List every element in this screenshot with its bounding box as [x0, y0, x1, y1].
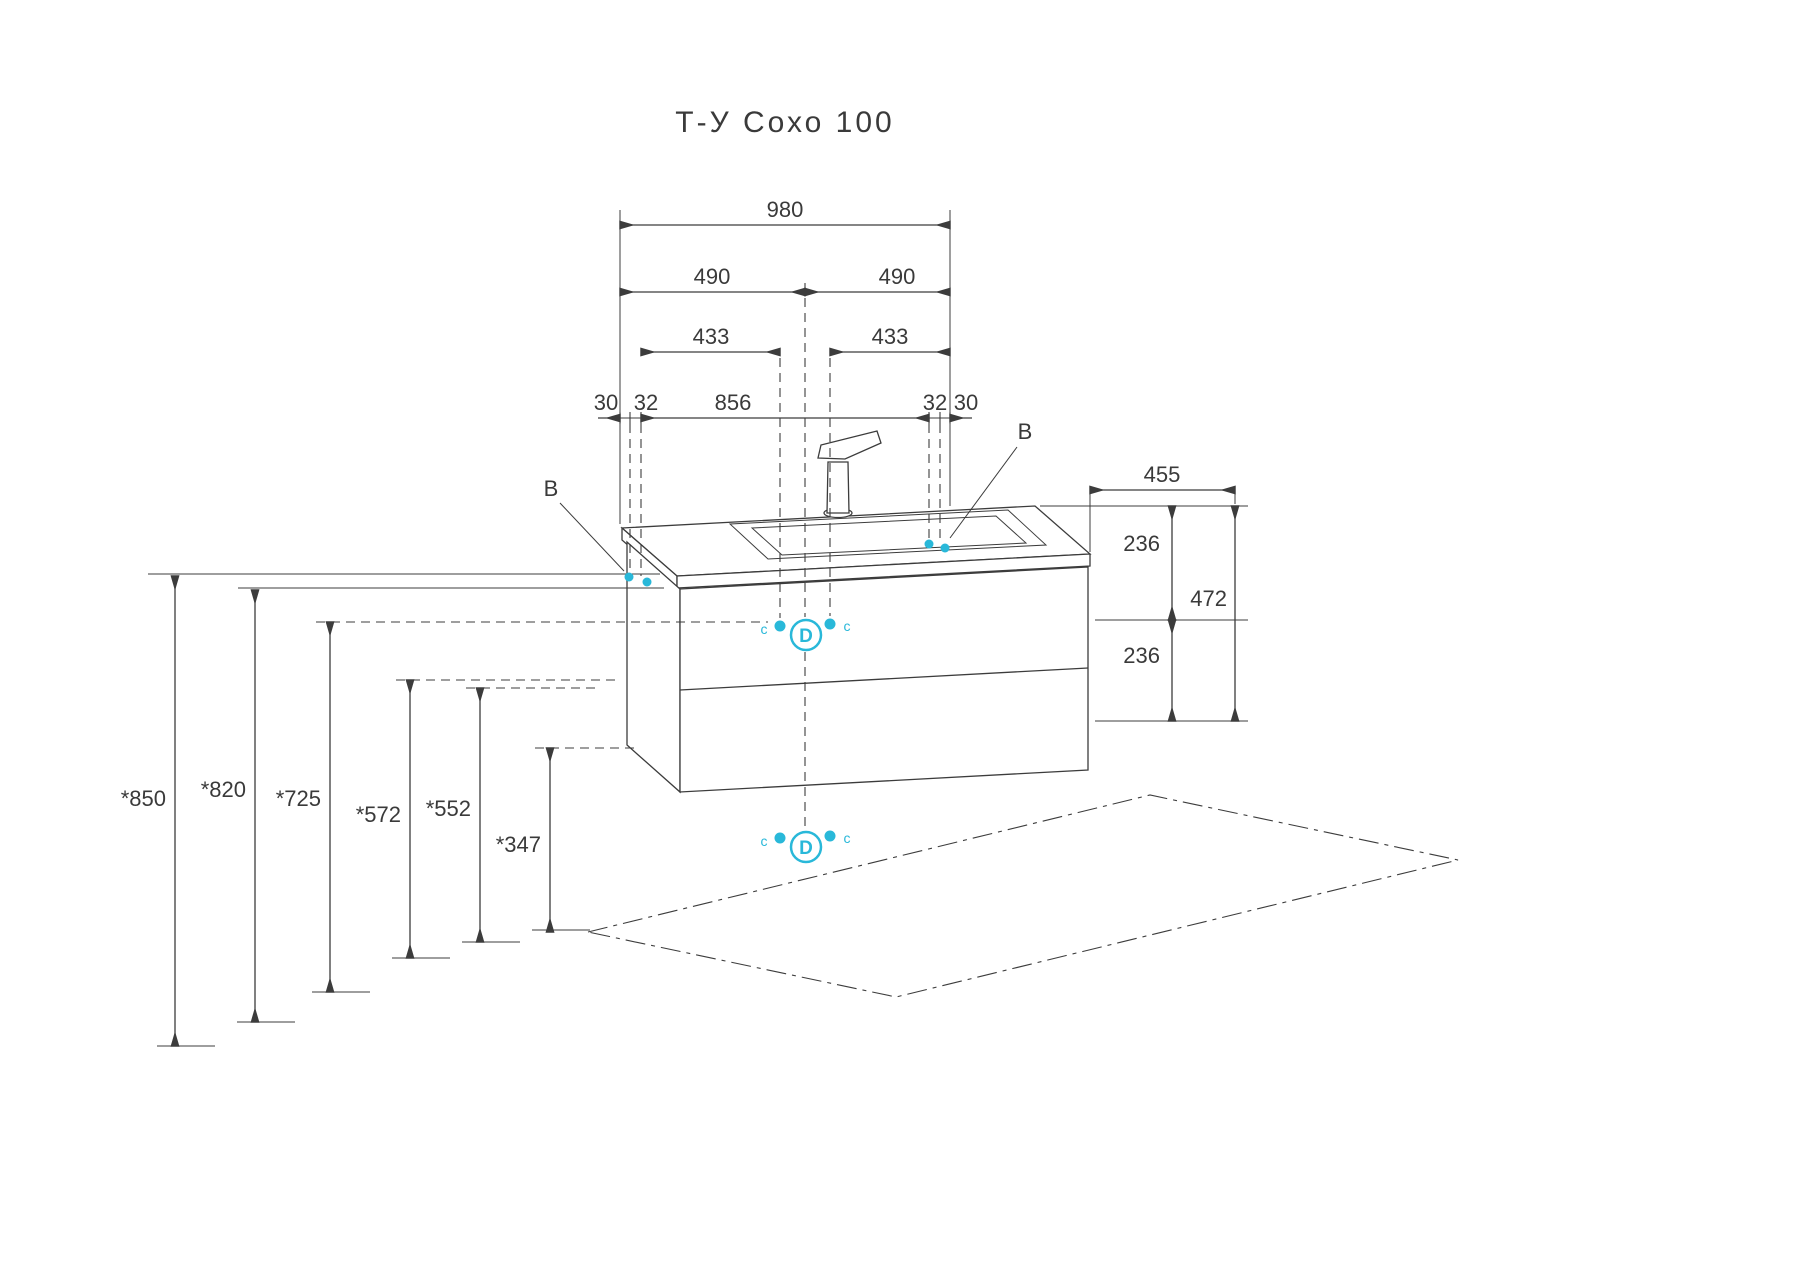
mount-dot-icon [940, 543, 950, 553]
dim-upper-height-value: 236 [1123, 531, 1160, 556]
drain-circle-icon [789, 830, 823, 864]
drain-marker-floor: D c c [761, 830, 851, 864]
mount-label-left: В [544, 476, 559, 501]
dashed-reference-lines [316, 283, 941, 828]
connector-marker-letter: c [844, 830, 851, 846]
dim-lower-height-value: 236 [1123, 643, 1160, 668]
page-title: Т-У Сохо 100 [675, 106, 894, 139]
dim-depth: 455 [1089, 462, 1236, 495]
countertop-front-edge [676, 553, 1091, 589]
dim-edge-offsets-row: 30 32 856 32 30 [594, 390, 978, 423]
dim-hole-spans: 433 433 [640, 324, 951, 357]
dim-edge-left-value: 30 [594, 390, 618, 415]
dim-heights-right: 236 236 472 [1123, 505, 1240, 722]
mount-dot-icon [924, 539, 934, 549]
dim-total-height-value: 472 [1190, 586, 1227, 611]
extension-lines [148, 210, 1248, 1047]
dim-hole-left-value: 433 [693, 324, 730, 349]
dim-half-left-value: 490 [694, 264, 731, 289]
dim-offset-right-value: 32 [923, 390, 947, 415]
mount-callout-left: В [544, 476, 652, 587]
vanity-cabinet [620, 430, 1092, 794]
connector-marker-letter: c [761, 621, 768, 637]
dim-h-mid-value: *572 [356, 802, 401, 827]
drawer-split-line [679, 667, 1089, 691]
drain-bolt-dot-icon [774, 620, 786, 632]
dim-h-low-value: *552 [426, 796, 471, 821]
dim-hole-right-value: 433 [872, 324, 909, 349]
drain-bolt-dot-icon [774, 832, 786, 844]
mount-leader-left [559, 502, 625, 572]
mount-dot-icon [624, 572, 634, 582]
dim-mounting-heights: *850 *820 *725 *572 *552 *347 [121, 575, 555, 1047]
dim-h-drain-value: *725 [276, 786, 321, 811]
dim-half-widths: 490 490 [619, 264, 951, 297]
connector-marker-letter: c [844, 618, 851, 634]
drain-bolt-dot-icon [824, 618, 836, 630]
dim-total-width: 980 [619, 197, 951, 230]
drain-marker-letter: D [799, 838, 813, 859]
basin-inner-outline [750, 515, 1028, 556]
faucet-icon [817, 430, 882, 519]
connector-marker-letter: c [761, 833, 768, 849]
mount-leader-right [949, 446, 1018, 539]
dim-edge-right-value: 30 [954, 390, 978, 415]
dim-depth-value: 455 [1144, 462, 1181, 487]
drain-circle-icon [789, 618, 823, 652]
dim-offset-left-value: 32 [634, 390, 658, 415]
dim-inner-width-value: 856 [715, 390, 752, 415]
drain-marker-cabinet: D c c [761, 618, 851, 652]
mount-dot-icon [642, 577, 652, 587]
floor-projection [587, 794, 1459, 998]
drain-marker-letter: D [799, 626, 813, 647]
dim-h-top-value: *850 [121, 786, 166, 811]
basin-outer-outline [728, 509, 1048, 560]
dim-half-right-value: 490 [879, 264, 916, 289]
washbasin [620, 505, 1092, 590]
dim-h-bottom-value: *347 [496, 832, 541, 857]
dim-h-counter-bottom-value: *820 [201, 777, 246, 802]
dim-total-width-value: 980 [767, 197, 804, 222]
drain-bolt-dot-icon [824, 830, 836, 842]
mount-callout-right: В [924, 419, 1033, 553]
mount-label-right: В [1018, 419, 1033, 444]
